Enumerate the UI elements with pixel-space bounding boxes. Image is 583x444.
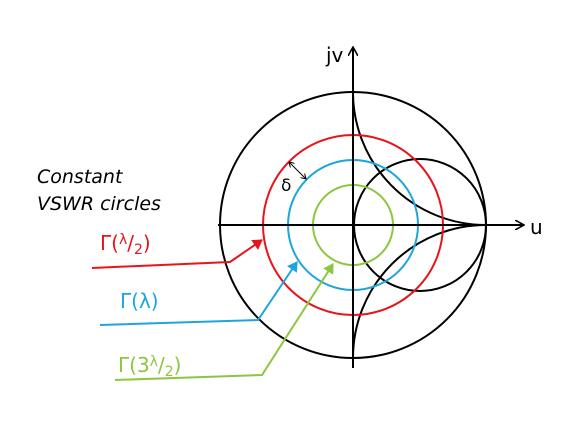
- delta-arrow: [289, 162, 306, 179]
- leader-lambda: [99, 261, 298, 326]
- leader-three-half-lambda: [114, 263, 334, 381]
- gamma-three-half-lambda-label: Γ(3λ/2): [118, 353, 181, 380]
- leader-half-lambda: [91, 239, 263, 269]
- delta-label: δ: [281, 176, 291, 196]
- vertical-axis-label: jv: [325, 43, 344, 67]
- reactance-arc-lower: [352, 224, 487, 359]
- gamma-half-lambda-label: Γ(λ/2): [100, 231, 151, 258]
- caption-line-2: VSWR circles: [37, 193, 161, 215]
- reactance-arc-upper: [351, 89, 487, 226]
- caption-line-1: Constant: [37, 166, 124, 188]
- horizontal-axis-label: u: [530, 215, 543, 239]
- gamma-lambda-label: Γ(λ): [120, 289, 159, 313]
